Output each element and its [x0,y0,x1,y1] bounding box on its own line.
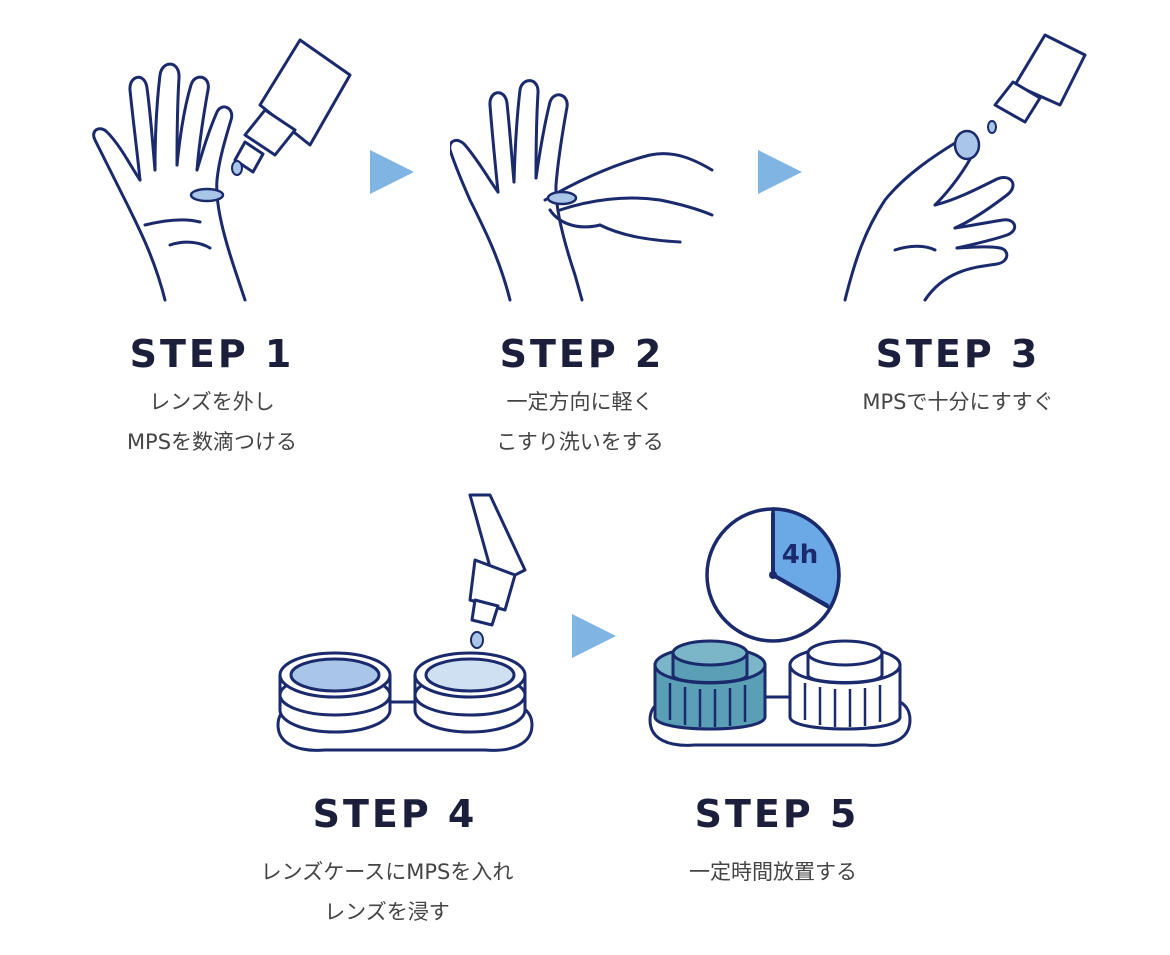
step3-title: STEP 3 [875,332,1041,376]
step5-illustration: 4h [645,505,915,760]
step1-desc-line1: レンズを外し [149,390,275,414]
right-arrow-icon [572,614,616,658]
step1-desc-line2: MPSを数滴つける [126,430,298,454]
step3-desc: MPSで十分にすすぐ [778,382,1138,422]
hand-with-bottle-icon [92,38,352,302]
drop-icon [987,120,997,134]
drop-icon [231,160,243,176]
rinse-lens-icon [843,33,1087,302]
step2-desc-line1: 一定方向に軽く [506,390,654,414]
step-arrow-3 [570,612,618,660]
step4-illustration [270,490,540,760]
lens-icon [953,129,981,161]
step2-desc-line2: こすり洗いをする [496,430,664,454]
step5-title: STEP 5 [694,792,860,836]
lens-case-open-icon [276,493,534,752]
closed-cap-left-icon [653,639,767,731]
step1-illustration [85,30,355,310]
step5-desc: 一定時間放置する [593,852,953,892]
drop-icon [470,631,484,649]
step2-desc: 一定方向に軽く こすり洗いをする [400,382,760,462]
lens-icon [189,187,225,203]
step-arrow-1 [368,148,416,196]
step2-illustration [450,60,720,310]
step4-desc: レンズケースにMPSを入れ レンズを浸す [207,852,567,932]
lens-icon [546,190,578,206]
closed-cap-right-icon [788,639,902,731]
step1-desc: レンズを外し MPSを数滴つける [32,382,392,462]
step5-desc-line1: 一定時間放置する [689,860,857,884]
rubbing-hand-icon [450,79,714,302]
right-arrow-icon [758,150,802,194]
step3-illustration [835,30,1095,310]
step-arrow-2 [756,148,804,196]
step2-title: STEP 2 [499,332,665,376]
step4-desc-line1: レンズケースにMPSを入れ [260,860,514,884]
clock-icon [705,507,841,643]
right-arrow-icon [370,150,414,194]
clock-label: 4h [782,540,819,570]
step1-title: STEP 1 [129,332,295,376]
step4-desc-line2: レンズを浸す [324,900,450,924]
step3-desc-line1: MPSで十分にすすぐ [862,390,1054,414]
step4-title: STEP 4 [312,792,478,836]
